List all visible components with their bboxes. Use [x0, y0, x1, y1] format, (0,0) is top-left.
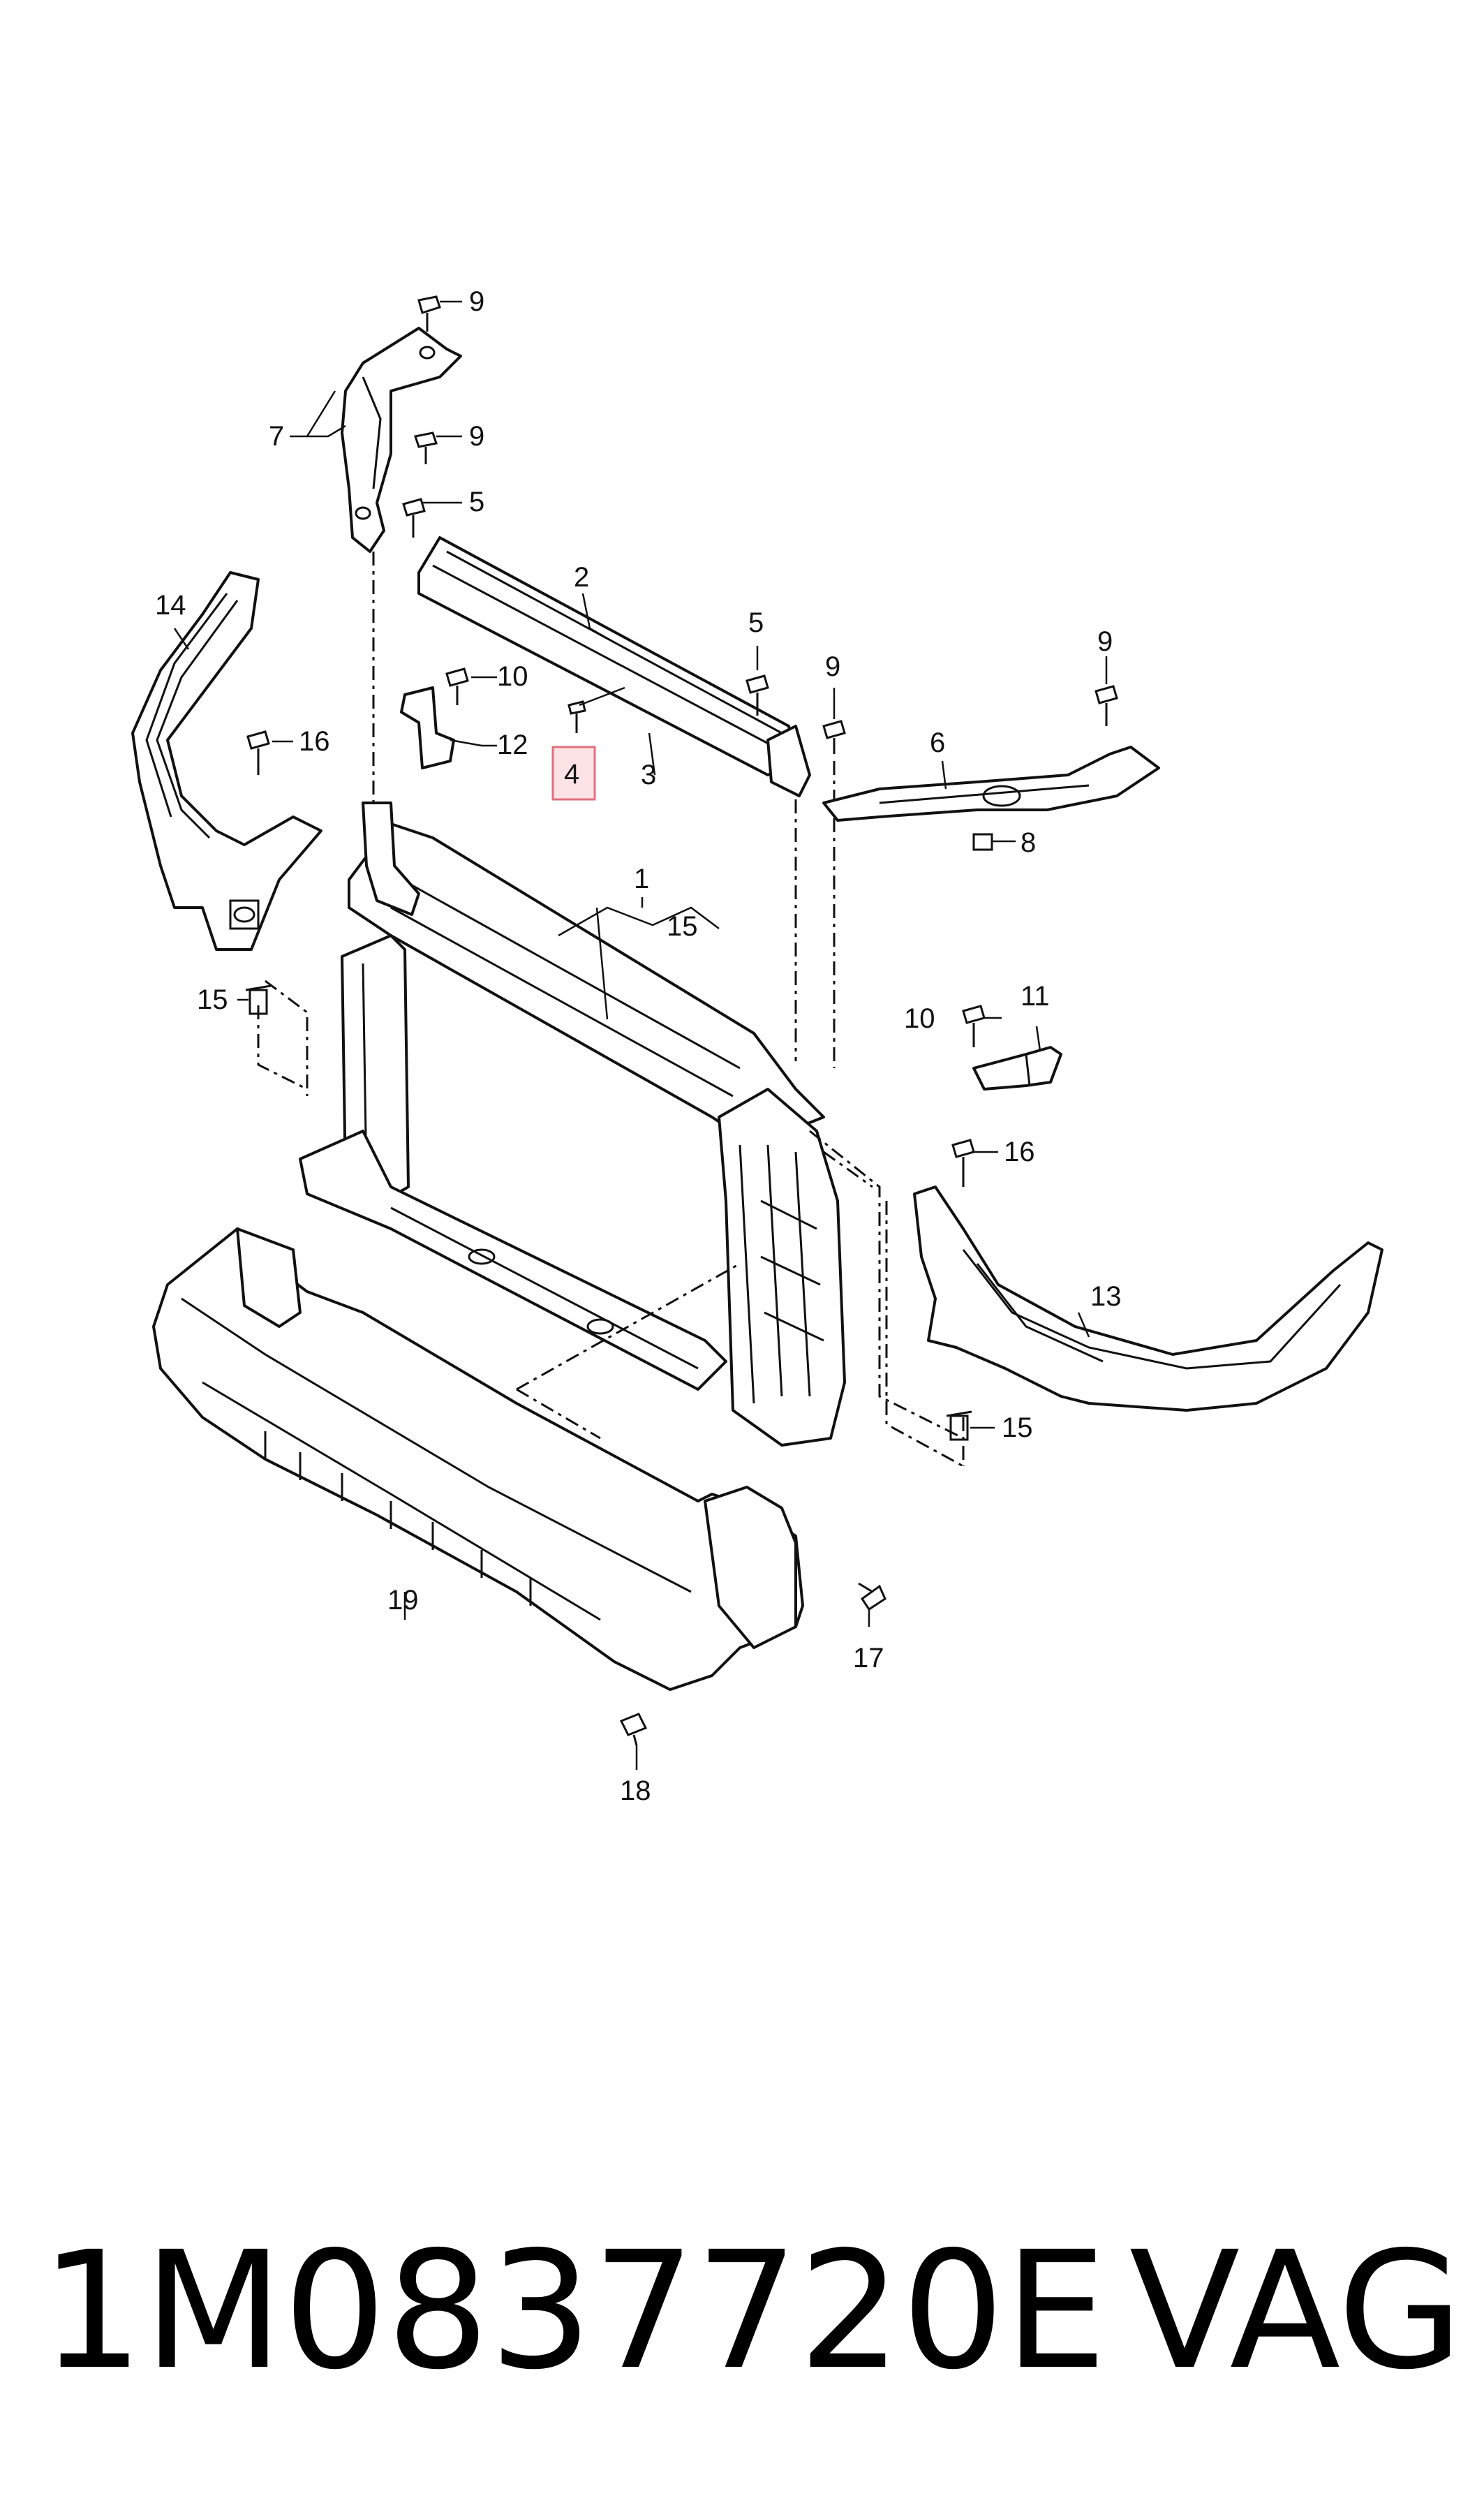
callout-16-right: 16: [1004, 1137, 1035, 1167]
callout-10-left: 10: [497, 661, 528, 692]
leader-lines: [173, 300, 1108, 1770]
callout-14: 14: [155, 590, 186, 621]
callout-labels: 9 9 7 5 2 5 9 9 10 12 14 16 3 4 6 8 1 15…: [155, 286, 1122, 1806]
bracket-part-11: [972, 1046, 1062, 1091]
callout-16-left: 16: [299, 726, 330, 757]
bolt-10-left: [445, 667, 469, 705]
bolt-16-left: [246, 730, 270, 775]
callout-15-right: 15: [1002, 1412, 1033, 1443]
bolt-5-right: [745, 674, 769, 716]
nut-8: [972, 833, 993, 851]
callout-5-right: 5: [748, 607, 764, 638]
mounting-bracket-part-14: [131, 571, 322, 951]
callout-7: 7: [269, 421, 284, 452]
brand-text: VAG: [1129, 2217, 1463, 2405]
clip-15-right: [946, 1410, 972, 1441]
bracket-part-7: [341, 327, 462, 810]
callout-18: 18: [620, 1775, 651, 1806]
part-number-text: 1M0837720E: [40, 2217, 1107, 2405]
callout-8: 8: [1021, 827, 1036, 858]
highlight-box-4: [551, 746, 596, 801]
callout-11: 11: [1021, 981, 1050, 1012]
callout-15-left: 15: [197, 984, 228, 1015]
mounting-bracket-part-13: [913, 1185, 1383, 1412]
cross-member-part-2: [417, 536, 836, 1068]
bracket-part-6: [822, 746, 1160, 822]
bolt-10-right: [962, 1005, 986, 1047]
callout-10-right: 10: [904, 1003, 935, 1034]
bolt-9-top: [417, 295, 441, 332]
callout-19: 19: [387, 1585, 419, 1616]
bolt-9-right: [822, 720, 846, 754]
callout-17: 17: [853, 1643, 884, 1674]
callout-1: 1: [634, 864, 649, 894]
bolt-5-left: [402, 498, 426, 538]
callout-15-top: 15: [667, 911, 698, 942]
pin-4: [567, 700, 586, 733]
bracket-part-12: [400, 686, 455, 769]
bolt-9-farright: [1095, 685, 1118, 726]
callout-9-right: 9: [825, 651, 840, 682]
bolt-16-right: [951, 1139, 975, 1187]
callout-12: 12: [497, 730, 528, 760]
callout-9-top: 9: [469, 286, 484, 317]
callout-9-farright: 9: [1097, 626, 1113, 657]
bolt-18: [619, 1713, 648, 1746]
lock-carrier-part-1: [299, 802, 846, 1447]
callout-2: 2: [574, 562, 589, 593]
bolt-9-mid: [414, 431, 438, 464]
callout-6: 6: [930, 727, 945, 758]
callout-3: 3: [641, 760, 656, 790]
cross-member-part-19: [152, 1227, 804, 1691]
callout-13: 13: [1090, 1281, 1122, 1312]
bolt-17: [858, 1582, 886, 1611]
guide-lines: [257, 980, 965, 1468]
footer-caption: 1M0837720E VAG: [0, 2206, 1484, 2416]
callout-9-mid: 9: [469, 421, 484, 452]
callout-5-left: 5: [469, 487, 484, 517]
callout-4: 4: [564, 759, 579, 790]
clip-15-left: [245, 984, 272, 1015]
